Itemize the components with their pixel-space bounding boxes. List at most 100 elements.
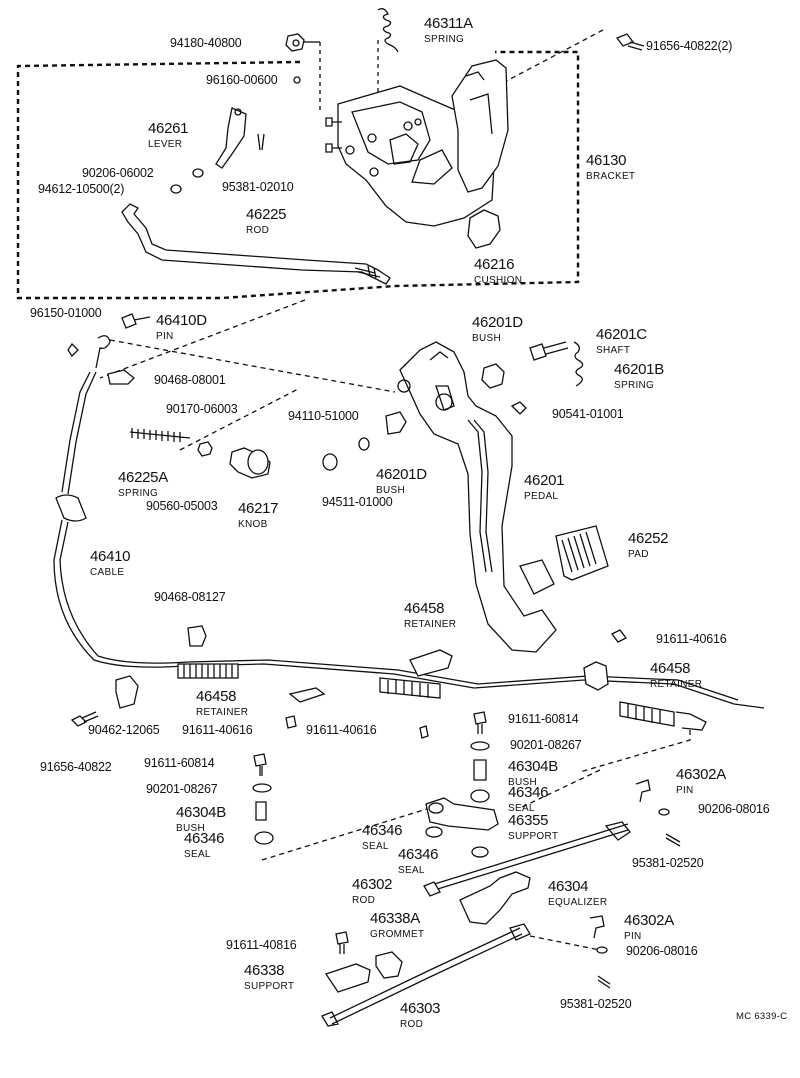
part-number: 46304B bbox=[508, 758, 558, 775]
part-name: SEAL bbox=[184, 849, 211, 860]
leader-support-right bbox=[520, 770, 600, 808]
leader-46410-cable-top bbox=[110, 340, 395, 392]
pin-46302a-bot-drawing bbox=[590, 916, 604, 938]
part-name: PIN bbox=[676, 785, 694, 796]
label-91611-40816: 91611-40816 bbox=[226, 938, 297, 952]
washer-94612-drawing bbox=[171, 185, 181, 193]
label-46346-l: 46346 SEAL bbox=[184, 830, 225, 860]
label-46304b-r: 46304B BUSH bbox=[508, 758, 558, 788]
washer-94511-drawing bbox=[359, 438, 369, 450]
part-name: EQUALIZER bbox=[548, 897, 608, 908]
part-name: RETAINER bbox=[650, 679, 703, 690]
seal-46346-r-drawing bbox=[471, 790, 489, 802]
label-46410d: 46410D PIN bbox=[156, 312, 207, 342]
part-name: SPRING bbox=[614, 380, 655, 391]
label-46216: 46216 CUSHION bbox=[474, 256, 522, 286]
shaft-46201c-drawing bbox=[530, 342, 568, 360]
seal-46346-m2-drawing bbox=[472, 847, 488, 857]
part-number: 46252 bbox=[628, 530, 669, 547]
part-name: SUPPORT bbox=[508, 831, 559, 842]
label-46458-left: 46458 RETAINER bbox=[196, 688, 248, 718]
cable-end-drawing bbox=[96, 336, 110, 368]
lever-46261-drawing bbox=[216, 108, 246, 168]
label-95381-02520-bot: 95381-02520 bbox=[560, 997, 632, 1011]
rod-46225-drawing bbox=[122, 204, 390, 284]
seal-46346-l-drawing bbox=[255, 832, 273, 844]
part-number: 46355 bbox=[508, 812, 549, 829]
part-number: 46303 bbox=[400, 1000, 441, 1017]
label-90206-06002: 90206-06002 bbox=[82, 166, 154, 180]
pin-95381-bot-drawing bbox=[598, 976, 610, 988]
part-number: 46201C bbox=[596, 326, 647, 343]
support-46355-drawing bbox=[426, 798, 498, 830]
clip-90468-08127-drawing bbox=[188, 626, 206, 646]
label-46355: 46355 SUPPORT bbox=[508, 812, 558, 842]
diagram-code: MC 6339-C bbox=[736, 1011, 788, 1022]
bush-46304b-r-drawing bbox=[474, 760, 486, 780]
cable-run-drawing bbox=[54, 520, 764, 708]
part-name: ROD bbox=[400, 1019, 424, 1030]
part-number: 46201 bbox=[524, 472, 565, 489]
label-95381-02520-top: 95381-02520 bbox=[632, 856, 704, 870]
label-90462: 90462-12065 bbox=[88, 723, 160, 737]
label-46225a: 46225A SPRING bbox=[118, 469, 168, 499]
part-number: 46261 bbox=[148, 120, 189, 137]
leader-cable-end bbox=[580, 730, 690, 772]
part-name: SUPPORT bbox=[244, 981, 295, 992]
label-94511: 94511-01000 bbox=[322, 495, 393, 509]
washer-90201-r-drawing bbox=[471, 742, 489, 750]
part-name: ROD bbox=[352, 895, 376, 906]
equalizer-46304-drawing bbox=[460, 872, 530, 924]
spring-46311a-drawing bbox=[378, 9, 398, 52]
leader-46410-rod bbox=[100, 300, 305, 378]
part-number: 46338 bbox=[244, 962, 285, 979]
label-46311a: 46311A SPRING bbox=[424, 15, 473, 45]
bolt-91656-2-drawing bbox=[617, 34, 644, 50]
cable-sheath-right bbox=[620, 702, 674, 726]
pin-46410d-drawing bbox=[122, 314, 150, 328]
part-number: 46410 bbox=[90, 548, 131, 565]
label-46410: 46410 CABLE bbox=[90, 548, 131, 578]
part-name: SPRING bbox=[424, 34, 465, 45]
label-46201: 46201 PEDAL bbox=[524, 472, 565, 502]
part-number: 46217 bbox=[238, 500, 279, 517]
label-94110: 94110-51000 bbox=[288, 409, 359, 423]
label-90170: 90170-06003 bbox=[166, 402, 238, 416]
part-number: 46216 bbox=[474, 256, 515, 273]
clip-90468-08001-drawing bbox=[108, 370, 134, 384]
part-number: 46201D bbox=[376, 466, 427, 483]
label-46261: 46261 LEVER bbox=[148, 120, 189, 150]
bolt-91611-40816-drawing bbox=[336, 932, 348, 954]
part-name: RETAINER bbox=[404, 619, 457, 630]
bush-46304b-l-drawing bbox=[256, 802, 266, 820]
label-96150: 96150-01000 bbox=[30, 306, 102, 320]
support-46338-drawing bbox=[326, 964, 370, 992]
nut-94110-drawing bbox=[323, 454, 337, 470]
bolt-91611-40616-b-drawing bbox=[420, 726, 428, 738]
label-46201c: 46201C SHAFT bbox=[596, 326, 647, 356]
part-number: 46302 bbox=[352, 876, 393, 893]
label-46302: 46302 ROD bbox=[352, 876, 393, 906]
retainer-46458-right-drawing bbox=[584, 662, 608, 690]
knob-46217-drawing bbox=[230, 448, 270, 478]
seal-46346-m1-drawing bbox=[426, 827, 442, 837]
label-91611-40616-r: 91611-40616 bbox=[656, 632, 727, 646]
part-name: GROMMET bbox=[370, 929, 425, 940]
part-number: 46304B bbox=[176, 804, 226, 821]
part-name: SEAL bbox=[508, 803, 535, 814]
leader-90206-bot bbox=[530, 936, 600, 950]
label-46458-right: 46458 RETAINER bbox=[650, 660, 702, 690]
washer-90201-l-drawing bbox=[253, 784, 271, 792]
label-91611-60814-r: 91611-60814 bbox=[508, 712, 579, 726]
part-name: KNOB bbox=[238, 519, 268, 530]
part-name: PEDAL bbox=[524, 491, 559, 502]
part-name: SHAFT bbox=[596, 345, 631, 356]
spring-46225a-drawing bbox=[130, 428, 190, 442]
label-46130: 46130 BRACKET bbox=[586, 152, 635, 182]
bolt-91611-60814-l-drawing bbox=[254, 754, 266, 776]
part-number: 46346 bbox=[362, 822, 403, 839]
nut-90170-drawing bbox=[198, 442, 212, 456]
bolt-91611-40616-a-drawing bbox=[286, 716, 296, 728]
part-name: PAD bbox=[628, 549, 649, 560]
